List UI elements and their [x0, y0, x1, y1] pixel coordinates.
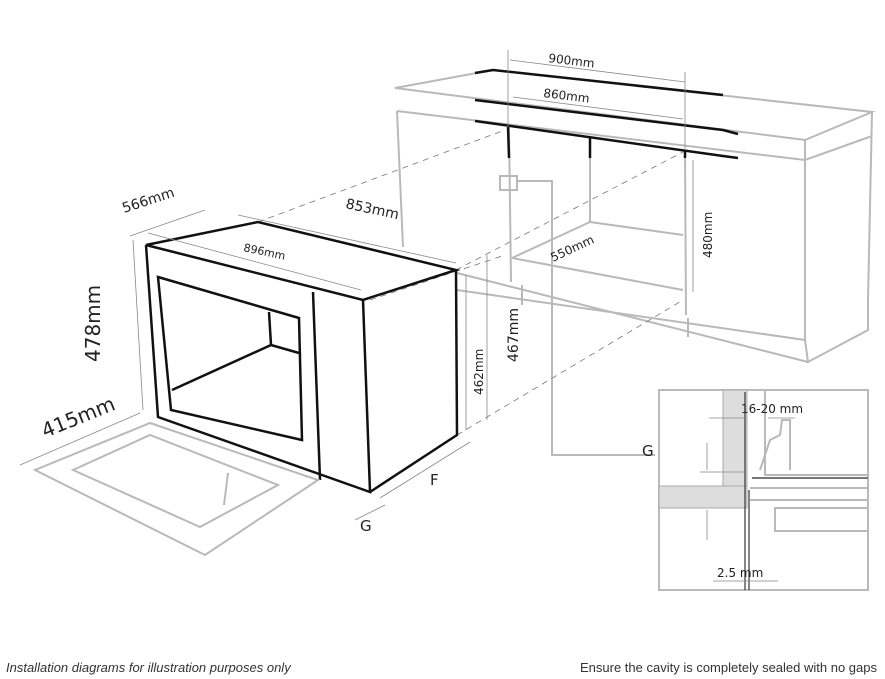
dim-566: 566mm	[120, 185, 176, 217]
dim-853: 853mm	[344, 196, 400, 223]
gap-16-20: 16-20 mm	[741, 402, 803, 416]
oven-door-open	[32, 421, 321, 557]
cabinet	[394, 68, 876, 364]
dim-462: 462mm	[472, 349, 486, 395]
sealing-note: Ensure the cavity is completely sealed w…	[580, 660, 877, 675]
dim-478: 478mm	[81, 285, 105, 362]
dim-860: 860mm	[543, 86, 591, 106]
oven	[144, 220, 461, 494]
disclaimer-note: Installation diagrams for illustration p…	[6, 660, 291, 675]
label-g: G	[360, 517, 372, 535]
detail-box	[658, 389, 869, 591]
dim-415: 415mm	[38, 391, 119, 442]
cavity	[474, 68, 739, 456]
dim-900: 900mm	[548, 51, 596, 71]
detail-label-g: G	[642, 442, 654, 460]
dim-480: 480mm	[701, 212, 715, 258]
label-f: F	[430, 471, 439, 489]
dim-896: 896mm	[242, 241, 286, 263]
dimension-lines	[19, 50, 694, 521]
gap-2-5: 2.5 mm	[717, 566, 763, 580]
projection-lines	[257, 129, 684, 436]
dim-467: 467mm	[506, 308, 522, 362]
